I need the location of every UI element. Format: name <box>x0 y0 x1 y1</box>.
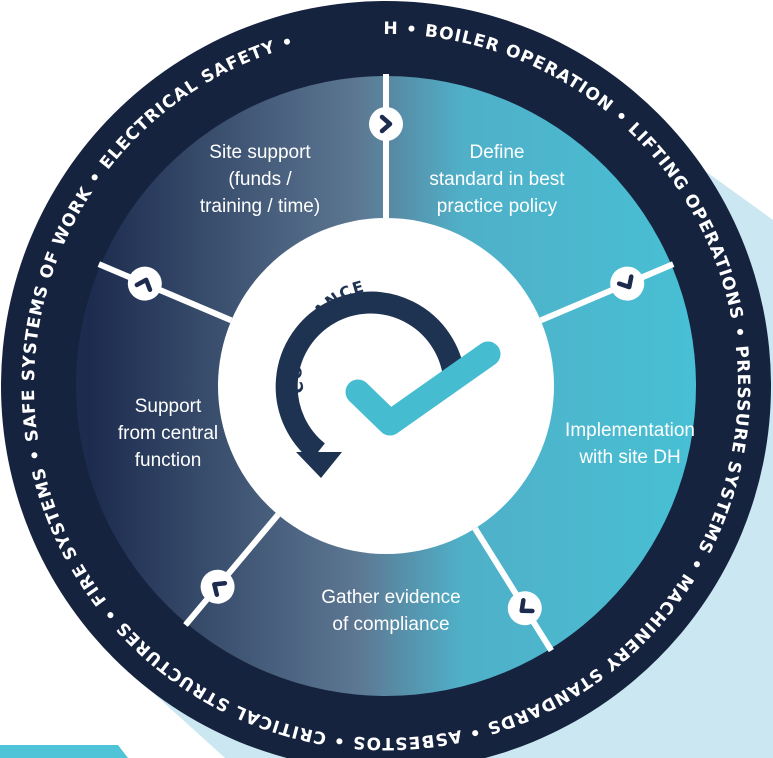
segment-labels: Define standard in best practice policyImp… <box>118 142 695 635</box>
chevron-down-icon <box>507 591 542 626</box>
accent-bar <box>0 745 128 758</box>
segment-divider <box>183 512 281 627</box>
segment-divider <box>472 526 554 653</box>
segment-label-line: Support <box>135 396 202 417</box>
segment-label-site-support: Site support (funds / training / time) <box>200 142 320 217</box>
segment-divider <box>539 261 675 324</box>
segment-label-line: Implementation <box>565 420 695 441</box>
chevron-up-icon <box>127 266 162 301</box>
step-chevrons <box>127 107 645 626</box>
segment-label-line: training / time) <box>200 196 320 217</box>
segment-label-line: standard in best <box>429 169 565 190</box>
segment-label-line: with site DH <box>578 447 680 468</box>
segment-label-define-standard: Define standard in best practice policy <box>429 142 565 217</box>
chevron-left-icon <box>200 569 235 604</box>
segment-label-gather-evidence: Gather evidence of compliance <box>321 587 460 635</box>
segment-label-line: from central <box>118 423 218 444</box>
segment-label-line: function <box>135 450 202 471</box>
segment-label-line: (funds / <box>228 169 292 190</box>
center-circle <box>218 218 554 554</box>
checkmark-icon <box>345 341 501 436</box>
segment-label-central-support: Support from central function <box>118 396 218 471</box>
segment-label-line: Gather evidence <box>321 587 460 608</box>
segment-dividers <box>97 74 675 653</box>
segment-label-implementation: Implementation with site DH <box>565 420 695 468</box>
segment-label-line: Site support <box>209 142 311 163</box>
segment-label-line: practice policy <box>437 196 558 217</box>
chevron-right-icon <box>369 107 403 141</box>
segment-label-line: Define <box>470 142 525 163</box>
segment-label-line: of compliance <box>332 614 449 635</box>
segment-divider <box>97 261 233 324</box>
circular-arrow-icon <box>275 291 465 478</box>
chevron-down-icon <box>610 266 645 301</box>
